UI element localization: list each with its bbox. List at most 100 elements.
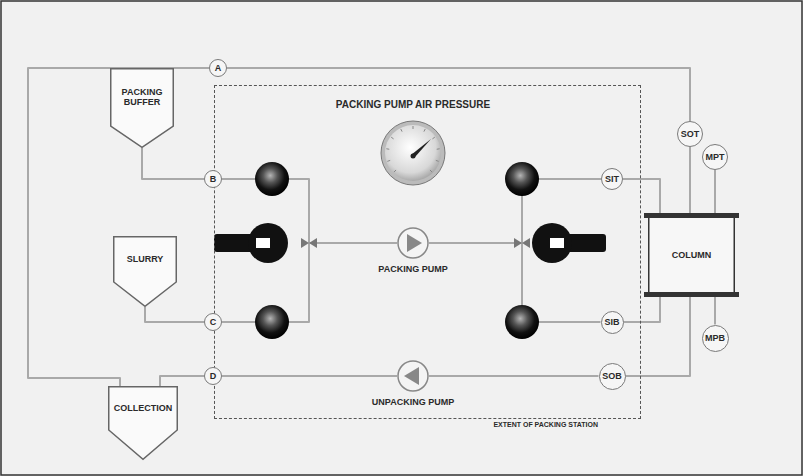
node-label: SLURRY (127, 254, 164, 264)
gauge-tick (437, 148, 440, 149)
handle-mark (550, 238, 564, 248)
pressure-gauge: PACKING PUMP AIR PRESSURE (380, 120, 446, 186)
junction-triangle (309, 238, 317, 248)
handle-mark (256, 238, 270, 248)
slurry-tank: SLURRY (113, 236, 177, 307)
node-label: SIT (605, 174, 619, 184)
column-body (649, 216, 735, 294)
handle-hub (532, 223, 572, 263)
funnel-text-area: COLLECTION (108, 386, 178, 430)
valve-knobs (255, 162, 539, 339)
gauge-face (385, 125, 441, 181)
node-label: B (210, 174, 217, 184)
port-circle: SIB (601, 311, 624, 334)
port-circle: C (204, 313, 222, 331)
pump-symbol: PACKING PUMP (397, 227, 429, 259)
column-plate (644, 292, 739, 297)
funnel-shape (109, 387, 178, 460)
pipe-line (624, 297, 661, 322)
port-circle: A (209, 59, 227, 77)
funnel-outline (110, 68, 174, 148)
port-circle: SIT (601, 168, 623, 190)
gauge-tick (424, 129, 425, 132)
valve-knob (255, 305, 289, 339)
pump-symbol-graphic (397, 227, 429, 259)
node-label: SIB (604, 317, 619, 327)
pump-body (398, 361, 428, 391)
sensor-circle: MPB (702, 325, 729, 352)
node-label: PACKING BUFFER (114, 87, 170, 107)
port-circle: B (204, 170, 222, 188)
collection-tank: COLLECTION (108, 386, 178, 460)
pump-direction (407, 234, 422, 252)
node-label: UNPACKING PUMP (372, 397, 454, 407)
pipe-line (689, 147, 691, 213)
gauge-tick (394, 170, 396, 172)
valve-knob (505, 162, 539, 196)
pipe-line (145, 307, 204, 322)
port-circle: SOB (599, 363, 626, 390)
node-label: C (210, 317, 217, 327)
funnel-outline (108, 386, 178, 460)
junction-triangle (514, 238, 522, 248)
gauge-tick (432, 137, 434, 139)
pipe-line (626, 297, 691, 376)
node-label: PACKING PUMP AIR PRESSURE (336, 100, 490, 110)
gauge-hub (411, 154, 416, 159)
pipe-line (142, 148, 204, 179)
pump-symbol: UNPACKING PUMP (397, 360, 429, 392)
node-label: PACKING PUMP (378, 264, 447, 274)
valve-handle (214, 223, 288, 263)
node-label: D (210, 371, 217, 381)
node-label: A (215, 63, 222, 73)
packing-station-region: EXTENT OF PACKING STATIONBCDPACKING PUMP… (215, 86, 640, 418)
node-label: SOB (602, 371, 622, 381)
valve-knob (255, 162, 289, 196)
node-label: MPT (706, 152, 725, 162)
pipe-line (222, 243, 397, 322)
funnel-outline (113, 236, 177, 307)
valve-handle (532, 223, 606, 263)
funnel-shape (111, 69, 174, 148)
gauge-rim (381, 121, 445, 185)
pipe-line (160, 376, 204, 386)
funnel-shape (114, 237, 177, 307)
valve-knob (505, 305, 539, 339)
node-label: SOT (681, 129, 700, 139)
port-circle: D (204, 367, 222, 385)
port-circle: SOT (677, 121, 703, 147)
gauge-tick (436, 160, 439, 162)
junction-triangle (301, 238, 309, 248)
pump-symbol-graphic (397, 360, 429, 392)
sensor-circle: MPT (702, 144, 728, 170)
funnel-text-area: PACKING BUFFER (110, 68, 174, 126)
pipe-line (714, 170, 716, 213)
gauge-tick (413, 126, 414, 129)
pipe-line (429, 375, 599, 377)
node-label: EXTENT OF PACKING STATION (493, 421, 598, 429)
pipe-line (28, 68, 209, 386)
column-plate (644, 213, 739, 218)
pipe-line (222, 179, 397, 243)
pump-direction (404, 367, 419, 385)
gauge-tick (387, 160, 390, 162)
pipe-line (222, 375, 397, 377)
pipe-line (714, 297, 716, 325)
junction-triangle (522, 238, 530, 248)
pump-body (398, 228, 428, 258)
pipe-line (623, 179, 660, 213)
funnel-text-area: SLURRY (113, 236, 177, 282)
column-box: COLUMN (648, 213, 735, 297)
node-label: COLLECTION (114, 403, 173, 413)
handle-hub (248, 223, 288, 263)
pipe-line (227, 68, 690, 121)
gauge-tick (391, 137, 393, 139)
gauge-tick (401, 129, 402, 132)
node-label: COLUMN (672, 250, 712, 260)
node-label: MPB (705, 333, 725, 343)
buffer-tank: PACKING BUFFER (110, 68, 174, 148)
gauge-tick (386, 148, 389, 149)
gauge-tick (430, 170, 432, 172)
